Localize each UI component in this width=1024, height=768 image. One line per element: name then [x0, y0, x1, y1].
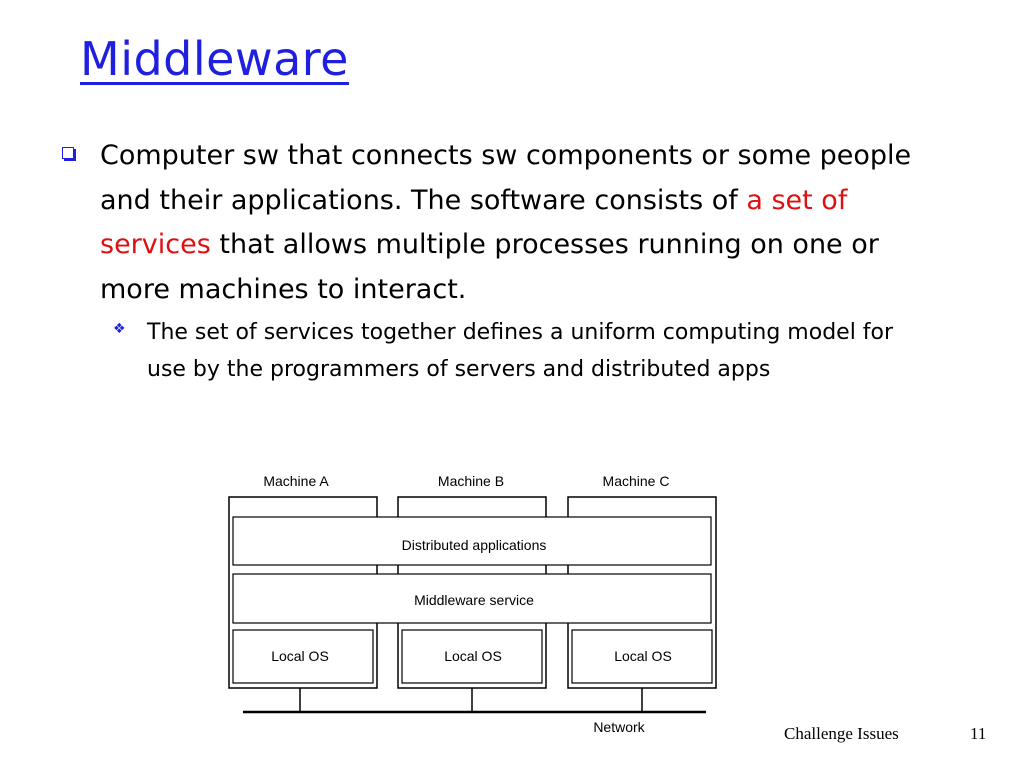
- network-label: Network: [593, 719, 645, 735]
- local-os-box-c: [571, 629, 713, 684]
- local-os-box-b: [401, 629, 543, 684]
- middleware-service-label: Middleware service: [414, 592, 534, 608]
- bullet1-highlight: a set of services: [100, 184, 848, 261]
- machine-b-label: Machine B: [438, 473, 504, 489]
- distributed-applications-layer: [232, 516, 712, 566]
- machine-c-label: Machine C: [603, 473, 670, 489]
- square-bullet-icon: [62, 147, 74, 159]
- bullet1-text-after: that allows multiple processes running o…: [100, 229, 879, 305]
- local-os-box-a: [232, 629, 374, 684]
- slide-title: Middleware: [80, 32, 349, 86]
- bullet-level2-text: The set of services together defines a u…: [147, 320, 894, 382]
- diamond-bullet-icon: ❖: [113, 321, 126, 337]
- machine-a-label: Machine A: [263, 473, 329, 489]
- distributed-applications-label: Distributed applications: [402, 537, 547, 553]
- bullet1-text-before: Computer sw that connects sw components …: [100, 140, 912, 216]
- local-os-label-c: Local OS: [614, 648, 672, 664]
- local-os-label-b: Local OS: [444, 648, 502, 664]
- local-os-label-a: Local OS: [271, 648, 329, 664]
- bullet-level1-text: Computer sw that connects sw components …: [100, 134, 950, 312]
- middleware-service-layer: [232, 573, 712, 624]
- page-number: 11: [970, 724, 987, 743]
- footer-title: Challenge Issues: [784, 724, 899, 743]
